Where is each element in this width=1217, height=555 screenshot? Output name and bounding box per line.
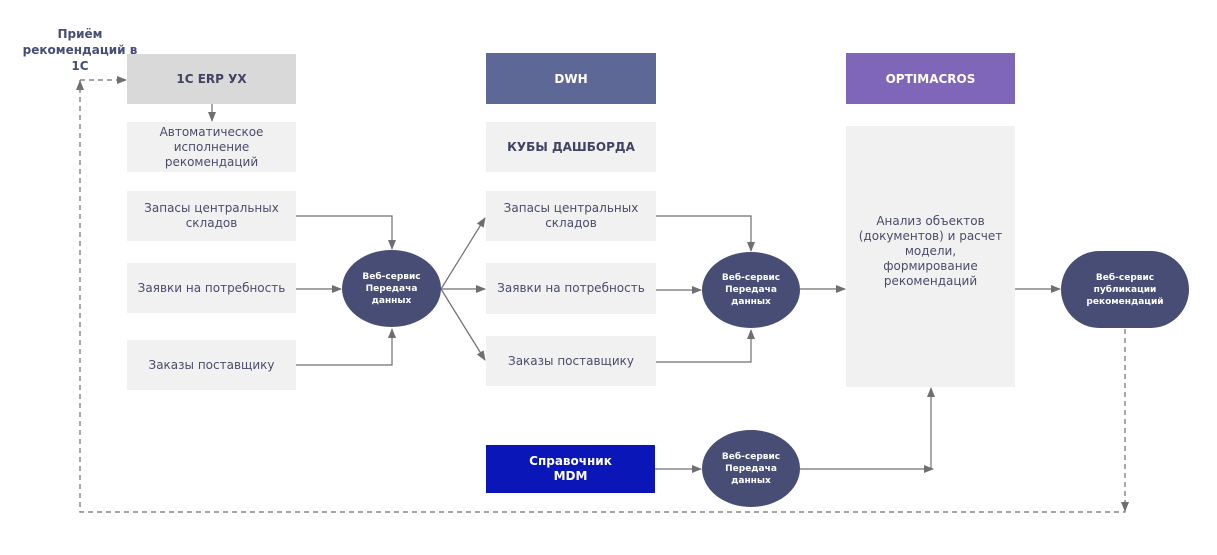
dwh-cubes-box: КУБЫ ДАШБОРДА (486, 122, 656, 172)
optimacros-header-label: OPTIMACROS (885, 71, 976, 86)
dwh-cubes-label: КУБЫ ДАШБОРДА (507, 140, 635, 154)
service-publish: Веб-сервис публикации рекомендаций (1061, 251, 1189, 328)
erp-item-label: Заявки на потребность (137, 280, 286, 295)
service-transfer-2-label: Веб-сервис Передача данных (721, 273, 781, 307)
erp-header: 1C ERP УХ (127, 54, 296, 104)
mdm-label: Справочник MDM (529, 454, 612, 483)
dwh-header-label: DWH (554, 71, 588, 86)
erp-header-label: 1C ERP УХ (176, 72, 247, 86)
service-transfer-1-label: Веб-сервис Передача данных (362, 271, 421, 306)
erp-item-orders: Заказы поставщику (127, 340, 296, 390)
optimacros-header: OPTIMACROS (846, 53, 1015, 104)
arrow-dwh-orders-to-service2 (656, 329, 755, 363)
dwh-item-label: Запасы центральных складов (503, 201, 639, 230)
service-transfer-2: Веб-сервис Передача данных (702, 252, 800, 328)
erp-item-label: Заказы поставщику (148, 357, 275, 372)
dwh-item-orders: Заказы поставщику (486, 336, 656, 386)
service-transfer-1: Веб-сервис Передача данных (342, 250, 441, 327)
erp-auto-exec-box: Автоматическое исполнение рекомендаций (127, 122, 296, 172)
feedback-label: Приём рекомендаций в 1С (22, 27, 138, 73)
arrow-erp-stocks-to-service1 (296, 215, 396, 250)
service-transfer-mdm-label: Веб-сервис Передача данных (721, 451, 781, 486)
arrow-erp-orders-to-service1 (296, 328, 396, 366)
erp-item-stocks: Запасы центральных складов (127, 191, 296, 241)
service-publish-label: Веб-сервис публикации рекомендаций (1086, 272, 1164, 307)
mdm-box: Справочник MDM (486, 445, 655, 493)
dashed-feedback-loop (79, 80, 1126, 513)
arrow-service1-to-dwh-orders (440, 288, 486, 361)
arrow-dwh-stocks-to-service2 (656, 215, 755, 252)
erp-item-requests: Заявки на потребность (127, 263, 296, 313)
dwh-item-label: Заявки на потребность (497, 281, 645, 295)
erp-auto-exec-label: Автоматическое исполнение рекомендаций (159, 124, 264, 169)
dwh-header: DWH (486, 53, 656, 104)
service-transfer-mdm: Веб-сервис Передача данных (702, 430, 800, 507)
arrow-service1-to-dwh-stocks (440, 217, 486, 290)
dwh-item-stocks: Запасы центральных складов (486, 191, 656, 241)
dwh-item-label: Заказы поставщику (508, 353, 634, 368)
erp-item-label: Запасы центральных складов (144, 201, 279, 230)
dwh-item-requests: Заявки на потребность (486, 263, 656, 314)
optimacros-analysis-box: Анализ объектов (документов) и расчет мо… (846, 126, 1015, 387)
optimacros-analysis-label: Анализ объектов (документов) и расчет мо… (858, 214, 1003, 288)
